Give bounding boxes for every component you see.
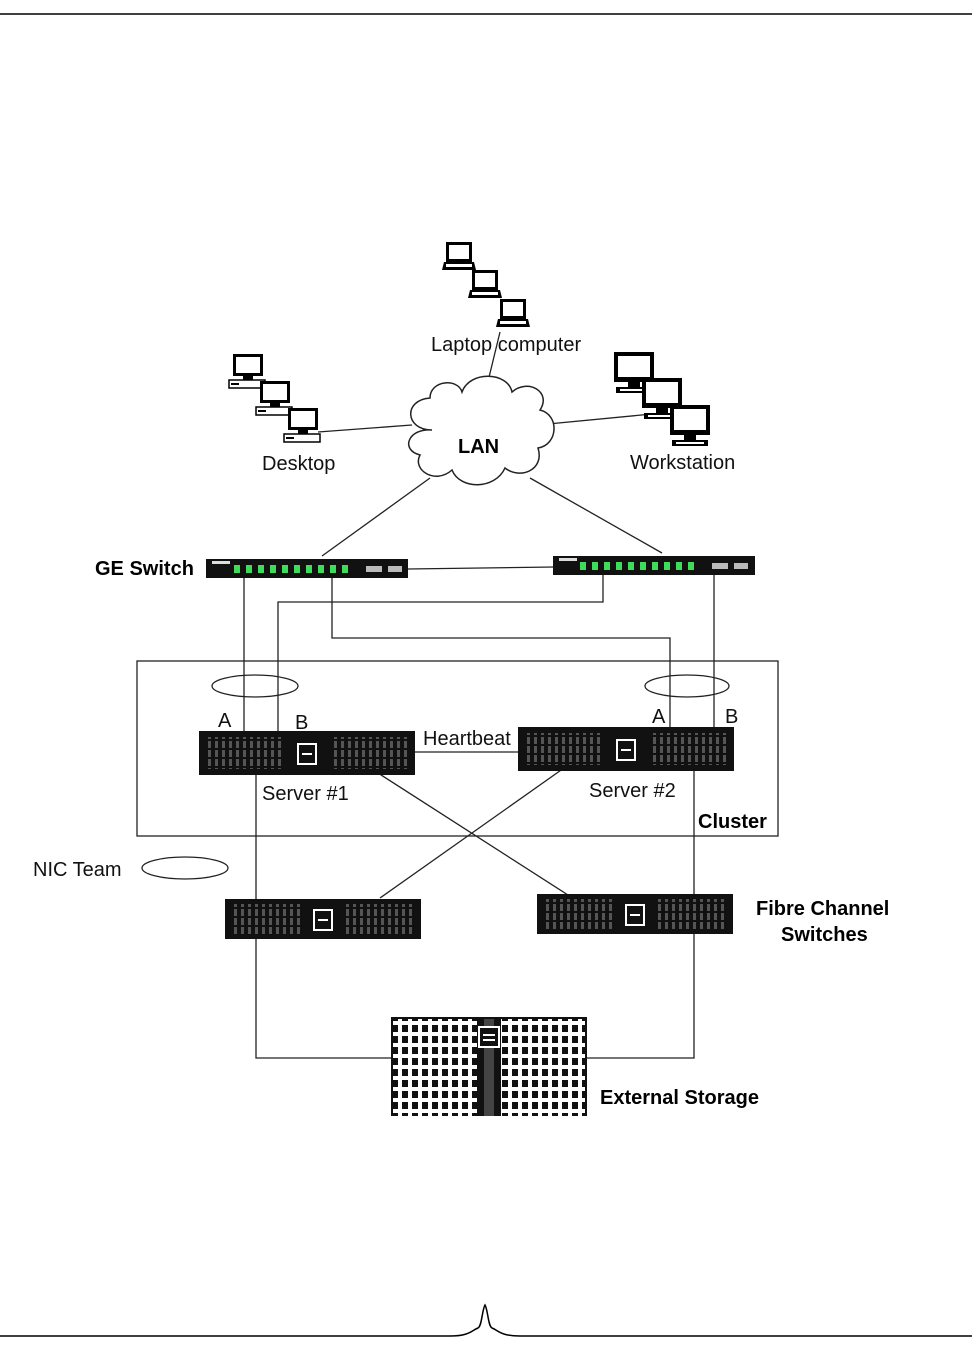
lan-label: LAN bbox=[458, 436, 499, 458]
wire-lan-switch1 bbox=[321, 477, 431, 557]
port-a-server1: A bbox=[218, 710, 232, 732]
cluster-box bbox=[136, 660, 779, 837]
wire-server2-a bbox=[331, 578, 671, 728]
port-b-server1: B bbox=[295, 712, 308, 734]
wire-desktop-lan bbox=[317, 424, 413, 433]
server-2 bbox=[518, 727, 734, 771]
wire-s1-fc2 bbox=[377, 772, 569, 896]
server2-label: Server #2 bbox=[589, 780, 676, 802]
lan-cloud bbox=[408, 375, 555, 486]
bottom-rule-logo bbox=[0, 1303, 972, 1337]
wire-fc1-storage bbox=[255, 938, 391, 1059]
external-storage-label: External Storage bbox=[600, 1087, 759, 1109]
desktop-icon bbox=[228, 353, 266, 389]
nic-team-legend-ellipse bbox=[141, 856, 229, 880]
desktop-icon bbox=[283, 407, 321, 443]
wire-switch-interlink bbox=[407, 566, 555, 570]
port-b-server2: B bbox=[725, 706, 738, 728]
laptop-icon bbox=[496, 299, 530, 327]
laptop-label: Laptop computer bbox=[431, 334, 581, 356]
heartbeat-label: Heartbeat bbox=[423, 728, 511, 750]
nic-team-ellipse-server1 bbox=[211, 674, 299, 698]
fc-switches-label-line1: Fibre Channel bbox=[756, 898, 889, 920]
wire-s2-fc1 bbox=[379, 767, 565, 899]
nic-team-ellipse-server2 bbox=[644, 674, 730, 698]
wire-server1-b bbox=[277, 575, 604, 734]
server-1 bbox=[199, 731, 415, 775]
desktop-label: Desktop bbox=[262, 453, 335, 475]
external-storage-array bbox=[391, 1017, 587, 1116]
desktop-icon bbox=[255, 380, 293, 416]
workstation-icon bbox=[670, 405, 710, 446]
workstation-label: Workstation bbox=[630, 452, 735, 474]
cluster-label: Cluster bbox=[698, 811, 767, 833]
wire-lan-switch2 bbox=[529, 477, 663, 554]
fc-switch-1 bbox=[225, 899, 421, 939]
laptop-icon bbox=[468, 270, 502, 298]
nic-team-legend-label: NIC Team bbox=[33, 859, 122, 881]
fc-switch-2 bbox=[537, 894, 733, 934]
ge-switch-2 bbox=[553, 556, 755, 575]
workstation-group bbox=[614, 352, 710, 446]
server1-label: Server #1 bbox=[262, 783, 349, 805]
wire-workstation-lan bbox=[547, 413, 653, 425]
wire-fc2-storage bbox=[587, 934, 695, 1059]
ge-switch-1 bbox=[206, 559, 408, 578]
laptop-icon bbox=[442, 242, 476, 270]
desktop-group bbox=[228, 353, 321, 443]
port-a-server2: A bbox=[652, 706, 666, 728]
fc-switches-label-line2: Switches bbox=[781, 924, 868, 946]
laptop-group bbox=[442, 242, 530, 327]
ge-switch-label: GE Switch bbox=[95, 558, 194, 580]
